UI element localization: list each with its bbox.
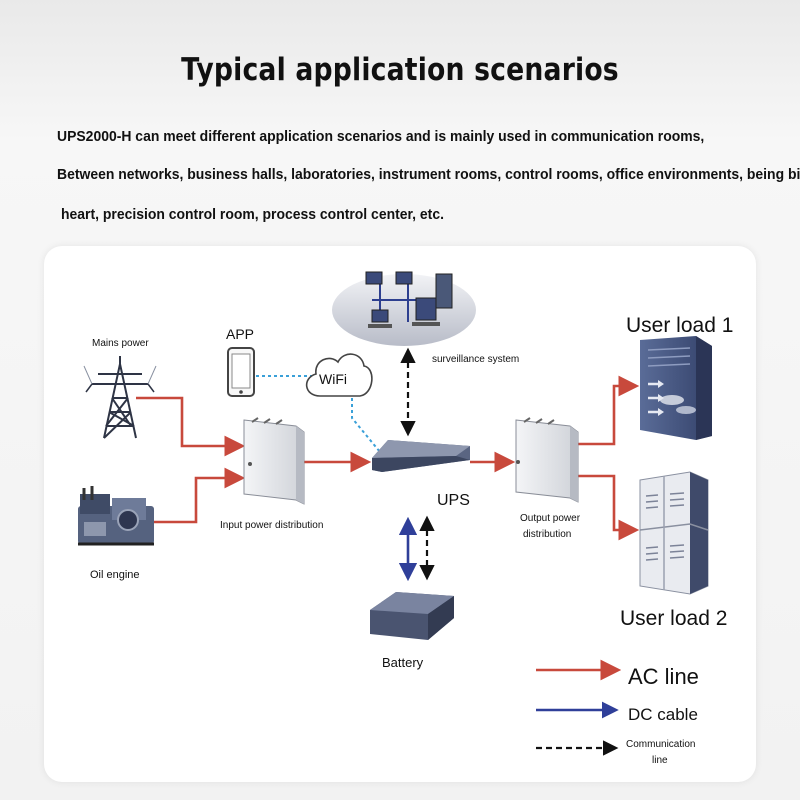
wifi-cloud-icon	[305, 353, 373, 397]
legend-comm-label-2: line	[652, 755, 668, 766]
input-distribution-cabinet-icon	[243, 417, 305, 505]
output-distribution-label-1: Output power	[520, 513, 581, 524]
legend-dc-label: DC cable	[628, 705, 698, 724]
app-label: APP	[226, 326, 254, 342]
wifi-links	[256, 375, 381, 453]
ups-device-icon	[372, 440, 470, 472]
user-load-1-label: User load 1	[626, 314, 733, 337]
surveillance-network-icon	[332, 271, 476, 346]
mains-power-label: Mains power	[92, 338, 149, 349]
intro-line-1: UPS2000-H can meet different application…	[57, 128, 705, 145]
transmission-tower-icon	[83, 356, 157, 439]
legend-ac-label: AC line	[628, 664, 699, 689]
user-load-2-server-icon	[639, 471, 709, 595]
legend-comm-label-1: Communication	[626, 739, 695, 750]
smartphone-icon	[227, 347, 255, 397]
battery-icon	[370, 592, 454, 640]
oil-engine-label: Oil engine	[90, 569, 140, 581]
legend: AC line DC cable Communication line	[536, 659, 699, 766]
generator-icon	[78, 486, 154, 546]
user-load-1-rack-icon	[640, 336, 712, 440]
output-distribution-label-2: distribution	[523, 529, 571, 540]
intro-line-3: heart, precision control room, process c…	[61, 206, 444, 223]
ups-label: UPS	[437, 492, 470, 509]
surveillance-label: surveillance system	[432, 354, 519, 365]
user-load-2-label: User load 2	[620, 607, 727, 630]
battery-label: Battery	[382, 655, 424, 670]
ac-lines	[136, 375, 640, 541]
intro-line-2: Between networks, business halls, labora…	[57, 166, 800, 183]
page-title: Typical application scenarios	[181, 52, 619, 88]
wifi-label: WiFi	[319, 371, 347, 387]
output-distribution-cabinet-icon	[515, 417, 579, 503]
input-distribution-label: Input power distribution	[220, 520, 323, 531]
